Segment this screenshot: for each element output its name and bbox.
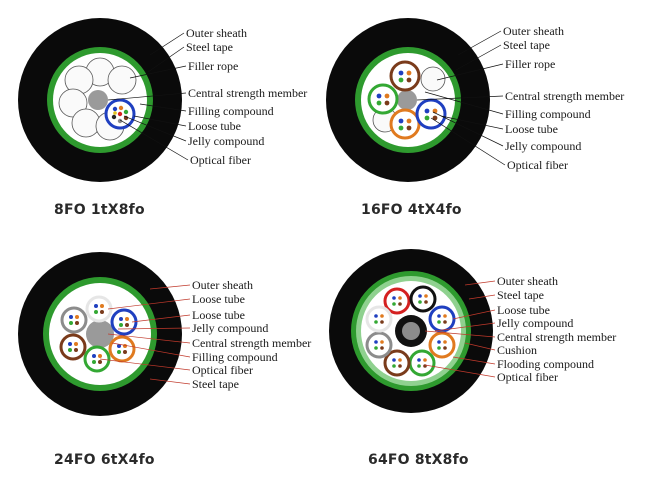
loose-tube-green: [408, 349, 436, 377]
label-central-strength-member: Central strength member: [188, 86, 307, 100]
label-optical-fiber: Optical fiber: [192, 363, 253, 377]
loose-tube-black: [409, 285, 437, 313]
leader-lines: [424, 280, 496, 378]
caption-24fo: 24FO 6tX4fo: [54, 452, 155, 468]
cross-section-16fo: Outer sheath Steel tape Filler rope Cent…: [326, 18, 624, 182]
central-strength-member: [86, 320, 114, 348]
optical-fibers: [68, 304, 129, 364]
loose-tube-red: [383, 287, 411, 315]
label-outer-sheath: Outer sheath: [497, 274, 558, 288]
central-strength-core: [402, 322, 420, 340]
label-optical-fiber: Optical fiber: [507, 158, 568, 172]
label-filling-compound: Filling compound: [192, 350, 278, 364]
label-loose-tube-1: Loose tube: [192, 292, 245, 306]
leader-lines: [416, 30, 506, 166]
label-central-strength-member: Central strength member: [505, 89, 624, 103]
loose-tube-gray: [60, 306, 88, 334]
optical-fibers: [374, 294, 447, 368]
label-outer-sheath: Outer sheath: [186, 26, 247, 40]
loose-tube-green: [367, 83, 399, 115]
label-jelly-compound: Jelly compound: [188, 134, 264, 148]
label-steel-tape: Steel tape: [186, 40, 233, 54]
loose-tube-green: [83, 345, 111, 373]
loose-tube-brown: [383, 349, 411, 377]
label-jelly-compound: Jelly compound: [505, 139, 581, 153]
label-optical-fiber: Optical fiber: [190, 153, 251, 167]
optical-fibers: [111, 105, 129, 124]
label-optical-fiber: Optical fiber: [497, 370, 558, 384]
label-central-strength-member: Central strength member: [497, 330, 616, 344]
label-outer-sheath: Outer sheath: [503, 24, 564, 38]
label-steel-tape: Steel tape: [192, 377, 239, 391]
loose-tube-orange: [108, 335, 136, 363]
label-cushion: Cushion: [497, 343, 537, 357]
label-filling-compound: Filling compound: [188, 104, 274, 118]
label-jelly-compound: Jelly compound: [192, 321, 268, 335]
caption-8fo: 8FO 1tX8fo: [54, 202, 145, 218]
cable-diagram-8fo: Outer sheath Steel tape Filler rope Cent…: [0, 0, 325, 239]
label-loose-tube: Loose tube: [188, 119, 241, 133]
loose-tube-orange: [428, 331, 456, 359]
label-filler-rope: Filler rope: [505, 57, 555, 71]
cross-section-8fo: Outer sheath Steel tape Filler rope Cent…: [18, 18, 307, 182]
label-filling-compound: Filling compound: [505, 107, 591, 121]
cross-section-64fo: Outer sheath Steel tape Loose tube Jelly…: [329, 249, 616, 413]
label-loose-tube: Loose tube: [497, 303, 550, 317]
label-loose-tube: Loose tube: [505, 122, 558, 136]
central-strength-member: [397, 90, 417, 110]
loose-tube-brown: [59, 333, 87, 361]
loose-tube-orange: [389, 108, 421, 140]
loose-tube-white: [365, 305, 393, 333]
label-jelly-compound: Jelly compound: [497, 316, 573, 330]
caption-16fo: 16FO 4tX4fo: [361, 202, 462, 218]
leader-lines: [107, 32, 189, 161]
label-steel-tape: Steel tape: [497, 288, 544, 302]
label-steel-tape: Steel tape: [503, 38, 550, 52]
label-loose-tube-2: Loose tube: [192, 308, 245, 322]
filler-ropes: [58, 57, 137, 141]
label-central-strength-member: Central strength member: [192, 336, 311, 350]
central-strength-member: [88, 90, 108, 110]
cable-diagram-24fo: Outer sheath Loose tube Loose tube Jelly…: [0, 239, 325, 478]
label-outer-sheath: Outer sheath: [192, 278, 253, 292]
leader-lines: [99, 284, 191, 385]
loose-tube-blue: [415, 98, 447, 130]
caption-64fo: 64FO 8tX8fo: [368, 452, 469, 468]
loose-tube-blue: [110, 308, 138, 336]
cable-diagram-16fo: Outer sheath Steel tape Filler rope Cent…: [325, 0, 650, 239]
label-flooding-compound: Flooding compound: [497, 357, 594, 371]
label-filler-rope: Filler rope: [188, 59, 238, 73]
loose-tube-brown: [389, 60, 421, 92]
loose-tube-blue: [428, 305, 456, 333]
cable-diagram-64fo: Outer sheath Steel tape Loose tube Jelly…: [325, 239, 650, 478]
loose-tube-white: [85, 295, 113, 323]
loose-tube-gray: [365, 331, 393, 359]
cross-section-24fo: Outer sheath Loose tube Loose tube Jelly…: [18, 252, 311, 416]
